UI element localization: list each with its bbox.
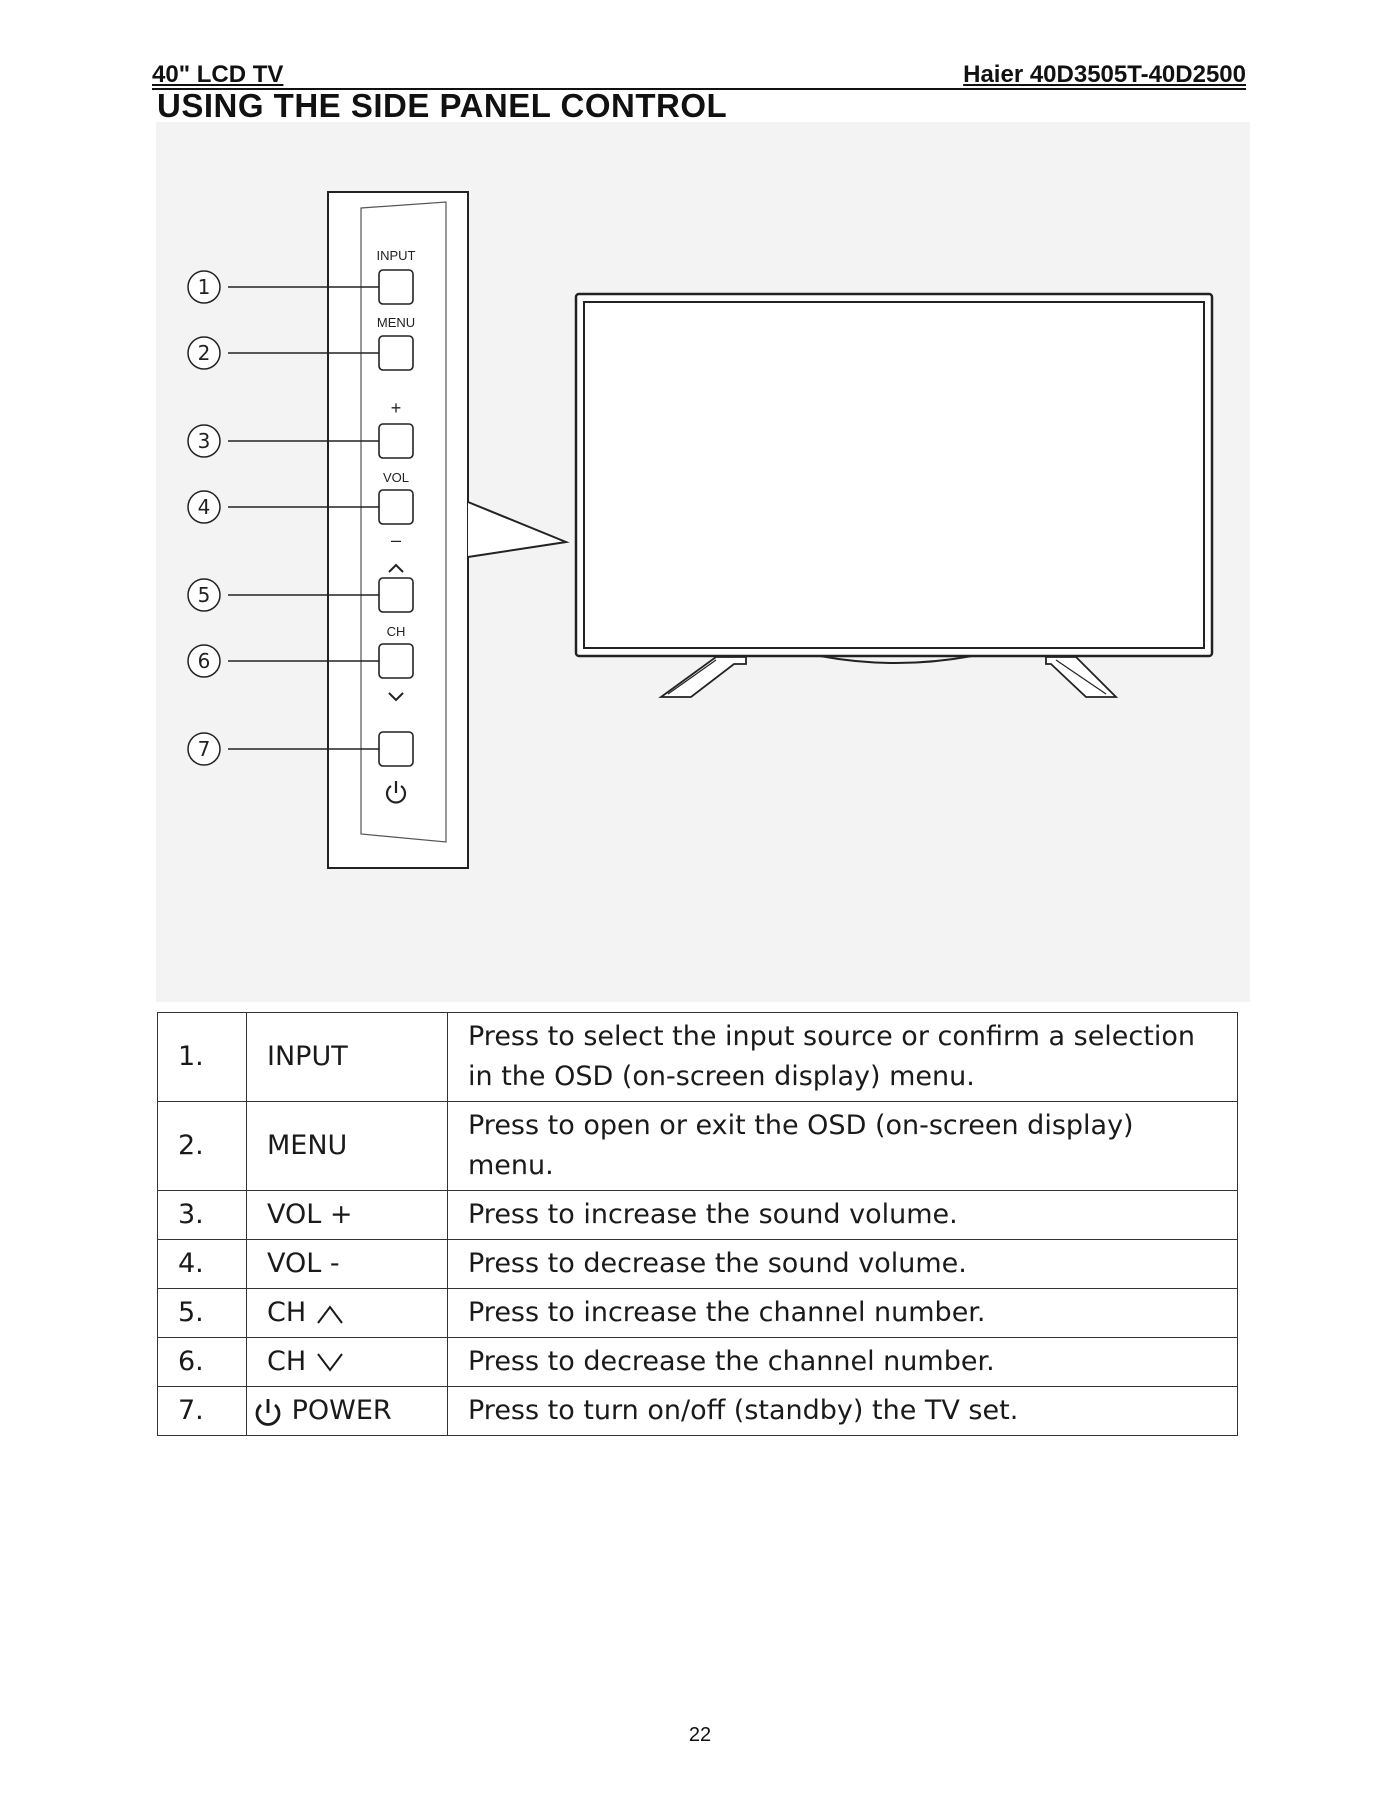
control-name: CH (267, 1297, 307, 1328)
row-number: 4. (157, 1239, 247, 1289)
control-name: VOL - (246, 1239, 448, 1289)
callout-4-number: 4 (198, 495, 211, 519)
control-name: CH (267, 1346, 307, 1377)
tv-illustration (574, 292, 1214, 698)
side-panel-bevel (360, 201, 447, 843)
label-vol-minus: – (391, 530, 401, 550)
vol-minus-button-shape (378, 489, 414, 525)
control-name: MENU (246, 1101, 448, 1191)
label-vol-plus: + (391, 398, 402, 418)
power-icon (255, 1398, 281, 1426)
callout-1-number: 1 (198, 275, 211, 299)
label-input: INPUT (377, 248, 416, 263)
callout-6-number: 6 (198, 649, 211, 673)
callout-7 (187, 732, 221, 766)
tv-screen (583, 301, 1205, 649)
input-button-shape (378, 269, 414, 305)
table-row: 7. POWER Press to turn on/off (standby) … (157, 1386, 1238, 1436)
callout-5 (187, 578, 221, 612)
callout-3 (187, 424, 221, 458)
panel-ch-up-chevron (388, 563, 404, 573)
tv-bottom-logo-bar (819, 655, 973, 664)
table-row: 2. MENU Press to open or exit the OSD (o… (157, 1101, 1238, 1191)
label-ch: CH (387, 624, 406, 639)
row-number: 5. (157, 1288, 247, 1338)
table-row: 6. CH Press to decrease the channel numb… (157, 1337, 1238, 1387)
table-row: 5. CH Press to increase the channel numb… (157, 1288, 1238, 1338)
callout-5-number: 5 (198, 583, 211, 607)
table-row: 4. VOL - Press to decrease the sound vol… (157, 1239, 1238, 1289)
callout-6 (187, 644, 221, 678)
callout-1 (187, 270, 221, 304)
control-description: Press to decrease the channel number. (447, 1337, 1238, 1387)
control-name-cell: CH (246, 1288, 448, 1338)
control-description: Press to decrease the sound volume. (447, 1239, 1238, 1289)
callout-2-number: 2 (198, 341, 211, 365)
control-name: VOL + (246, 1190, 448, 1240)
row-number: 1. (157, 1012, 247, 1102)
menu-button-shape (378, 335, 414, 371)
label-menu: MENU (377, 315, 415, 330)
chevron-down-icon (316, 1352, 343, 1372)
page-header: 40" LCD TV Haier 40D3505T-40D2500 (152, 62, 1246, 90)
control-name: INPUT (246, 1012, 448, 1102)
power-button-shape (378, 731, 414, 767)
header-model-number: Haier 40D3505T-40D2500 (963, 61, 1246, 88)
row-number: 6. (157, 1337, 247, 1387)
row-number: 3. (157, 1190, 247, 1240)
page-number: 22 (688, 1724, 712, 1746)
tv-left-stand (658, 656, 747, 698)
control-description: Press to increase the sound volume. (447, 1190, 1238, 1240)
control-description: Press to open or exit the OSD (on-screen… (447, 1101, 1238, 1191)
control-description: Press to select the input source or conf… (447, 1012, 1238, 1102)
table-row: 3. VOL + Press to increase the sound vol… (157, 1190, 1238, 1240)
control-name: POWER (291, 1395, 392, 1426)
ch-up-button-shape (378, 577, 414, 613)
row-number: 7. (157, 1386, 247, 1436)
label-vol: VOL (383, 470, 409, 485)
chevron-up-icon (316, 1304, 343, 1324)
callout-4 (187, 490, 221, 524)
table-row: 1. INPUT Press to select the input sourc… (157, 1012, 1238, 1102)
side-panel-controls-table: 1. INPUT Press to select the input sourc… (157, 1012, 1238, 1436)
panel-ch-down-chevron (388, 692, 404, 702)
side-panel-figure: INPUT MENU + VOL – CH (156, 122, 1250, 1002)
ch-down-button-shape (378, 643, 414, 679)
row-number: 2. (157, 1101, 247, 1191)
page-title: USING THE SIDE PANEL CONTROL (157, 87, 728, 124)
control-description: Press to increase the channel number. (447, 1288, 1238, 1338)
callout-3-number: 3 (198, 429, 211, 453)
control-name-cell: POWER (246, 1386, 448, 1436)
control-name-cell: CH (246, 1337, 448, 1387)
callout-2 (187, 336, 221, 370)
control-description: Press to turn on/off (standby) the TV se… (447, 1386, 1238, 1436)
vol-plus-button-shape (378, 423, 414, 459)
callout-7-number: 7 (198, 737, 211, 761)
side-panel-diagram: INPUT MENU + VOL – CH (187, 191, 1214, 869)
header-model-type: 40" LCD TV (152, 61, 284, 88)
panel-power-icon (385, 781, 407, 804)
panel-pointer (467, 501, 570, 558)
